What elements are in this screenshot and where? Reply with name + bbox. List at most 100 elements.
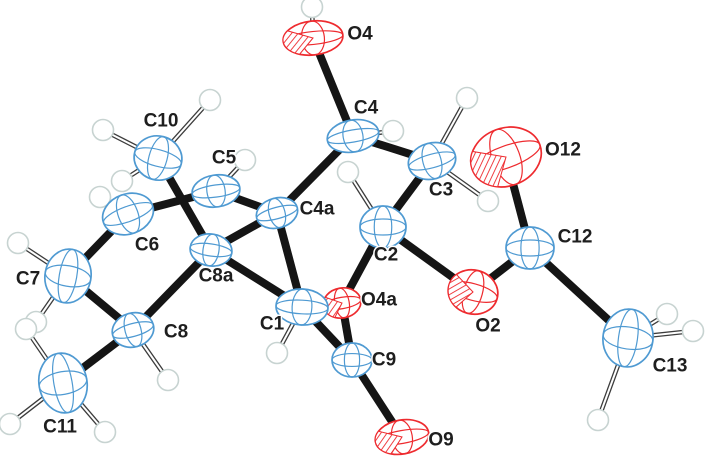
hydrogen-atom-C2-9: [336, 160, 360, 184]
atom-label-C12: C12: [558, 227, 593, 248]
ellipsoid-meridian-C6: [115, 194, 141, 234]
atom-ellipsoid-C3: [407, 141, 457, 181]
hydrogen-atom-C13-18: [681, 319, 705, 343]
hydrogen-atom-C11-13: [0, 412, 22, 436]
atom-label-C6: C6: [135, 235, 159, 256]
ellipsoid-equator-C2: [359, 218, 407, 236]
atom-ellipsoid-C10: [133, 135, 183, 181]
ellipsoid-meridian-C2: [373, 205, 393, 249]
hydrogen-atom-C6-4: [88, 185, 112, 209]
ellipsoid-equator-C4: [326, 127, 380, 145]
atom-label-C7: C7: [16, 269, 40, 290]
ellipsoid-equator-C8a: [189, 242, 233, 258]
ellipsoid-equator-C10: [134, 147, 182, 169]
ellipsoid-equator-C1: [275, 299, 329, 315]
atom-label-C8a: C8a: [199, 266, 234, 287]
atom-label-C10: C10: [144, 111, 179, 132]
ellipsoid-outline-C12: [505, 226, 555, 270]
ellipsoid-meridian-C13: [617, 308, 639, 368]
ellipsoid-octant-O9: [374, 430, 403, 455]
ellipsoid-outline-C5: [191, 173, 241, 209]
hydrogen-atom-O4-0: [300, 0, 324, 19]
atom-ellipsoid-O12: [469, 126, 543, 188]
atom-label-C4a: C4a: [300, 199, 335, 220]
atom-label-C4: C4: [354, 98, 379, 119]
hydrogen-atom-C10-1: [198, 88, 222, 112]
ellipsoid-meridian-C5: [206, 174, 226, 208]
hydrogen-layer: [0, 0, 705, 444]
atom-label-O4: O4: [347, 24, 373, 45]
label-layer: O4C4C3O12C12C13O2C2C10C5C6C7C4aC8aC8C11O…: [14, 22, 689, 452]
hydrogen-atom-C11-12: [14, 317, 38, 341]
hydrogen-atom-C3-7: [455, 86, 479, 110]
atom-label-C2: C2: [374, 245, 398, 266]
atom-ellipsoid-C9: [331, 342, 373, 378]
atom-label-C3: C3: [429, 180, 453, 201]
atom-ellipsoid-C6: [101, 192, 155, 236]
atom-label-C13: C13: [653, 356, 688, 377]
ellipsoid-meridian-C11: [52, 352, 74, 414]
ellipsoid-octant-O12: [470, 150, 507, 188]
atom-ellipsoid-C12: [505, 226, 555, 270]
ellipsoid-meridian-C8: [123, 312, 143, 348]
hydrogen-atom-C13-19: [586, 408, 610, 432]
ellipsoid-meridian-C3: [421, 142, 443, 180]
atom-ellipsoid-C1: [275, 288, 329, 326]
hydrogen-atom-C8-15: [156, 368, 180, 392]
ellipsoid-equator-C3: [408, 151, 456, 171]
atom-ellipsoid-O4: [282, 19, 344, 57]
atom-ellipsoid-C4: [326, 118, 380, 154]
hydrogen-atom-C10-2: [91, 118, 115, 142]
ellipsoid-equator-C4a: [256, 204, 298, 222]
hydrogen-atom-C10-3: [110, 169, 134, 193]
ellipsoid-meridian-C9: [343, 342, 361, 378]
hydrogen-atom-C7-10: [6, 231, 30, 255]
atom-label-O9: O9: [428, 430, 453, 451]
hydrogen-atom-C1-16: [265, 341, 289, 365]
atom-label-C1: C1: [260, 314, 285, 335]
atom-label-C11: C11: [43, 417, 77, 438]
ellipsoid-meridian-C8a: [202, 233, 220, 267]
ellipsoid-layer: [37, 19, 654, 456]
ellipsoid-octant-O4: [282, 30, 314, 55]
atom-label-O2: O2: [475, 316, 500, 337]
atom-label-C8: C8: [164, 322, 188, 343]
ellipsoid-octant-O2: [447, 273, 474, 308]
hydrogen-atom-C4-6: [381, 119, 405, 143]
ellipsoid-meridian-C10: [146, 136, 170, 180]
atom-label-C5: C5: [212, 148, 237, 169]
ellipsoid-meridian-C12: [520, 226, 540, 270]
atom-ellipsoid-C11: [37, 352, 89, 414]
ellipsoid-equator-C12: [505, 239, 555, 257]
ellipsoid-equator-C8: [112, 321, 154, 339]
atom-label-O4a: O4a: [361, 290, 397, 311]
atom-label-C9: C9: [372, 350, 396, 371]
ellipsoid-meridian-C4: [342, 119, 364, 153]
ellipsoid-equator-C9: [331, 352, 373, 368]
ellipsoid-outline-C9: [331, 342, 373, 378]
ellipsoid-meridian-C4a: [267, 197, 287, 229]
atom-ellipsoid-C2: [359, 205, 407, 249]
ellipsoid-meridian-C1: [291, 288, 313, 326]
atom-ellipsoid-C7: [44, 248, 92, 304]
atom-ellipsoid-C13: [602, 308, 654, 368]
hydrogen-atom-C5-5: [233, 148, 257, 172]
atom-ellipsoid-C4a: [255, 196, 299, 230]
atom-label-O12: O12: [545, 140, 581, 161]
hydrogen-atom-C3-8: [476, 189, 500, 213]
atom-ellipsoid-C8: [111, 311, 155, 349]
atom-ellipsoid-O2: [447, 268, 499, 316]
hydrogen-atom-C11-14: [93, 420, 117, 444]
ellipsoid-meridian-C7: [57, 248, 79, 304]
ellipsoid-equator-C11: [38, 370, 88, 396]
hydrogen-atom-C13-17: [655, 302, 679, 326]
atom-ellipsoid-C5: [191, 173, 241, 209]
ellipsoid-equator-C7: [44, 264, 92, 288]
atom-ellipsoid-O9: [374, 418, 430, 456]
ellipsoid-equator-C6: [102, 201, 154, 227]
atom-ellipsoid-C8a: [189, 233, 233, 267]
ellipsoid-outline-C2: [359, 205, 407, 249]
ellipsoid-equator-C13: [602, 325, 654, 351]
